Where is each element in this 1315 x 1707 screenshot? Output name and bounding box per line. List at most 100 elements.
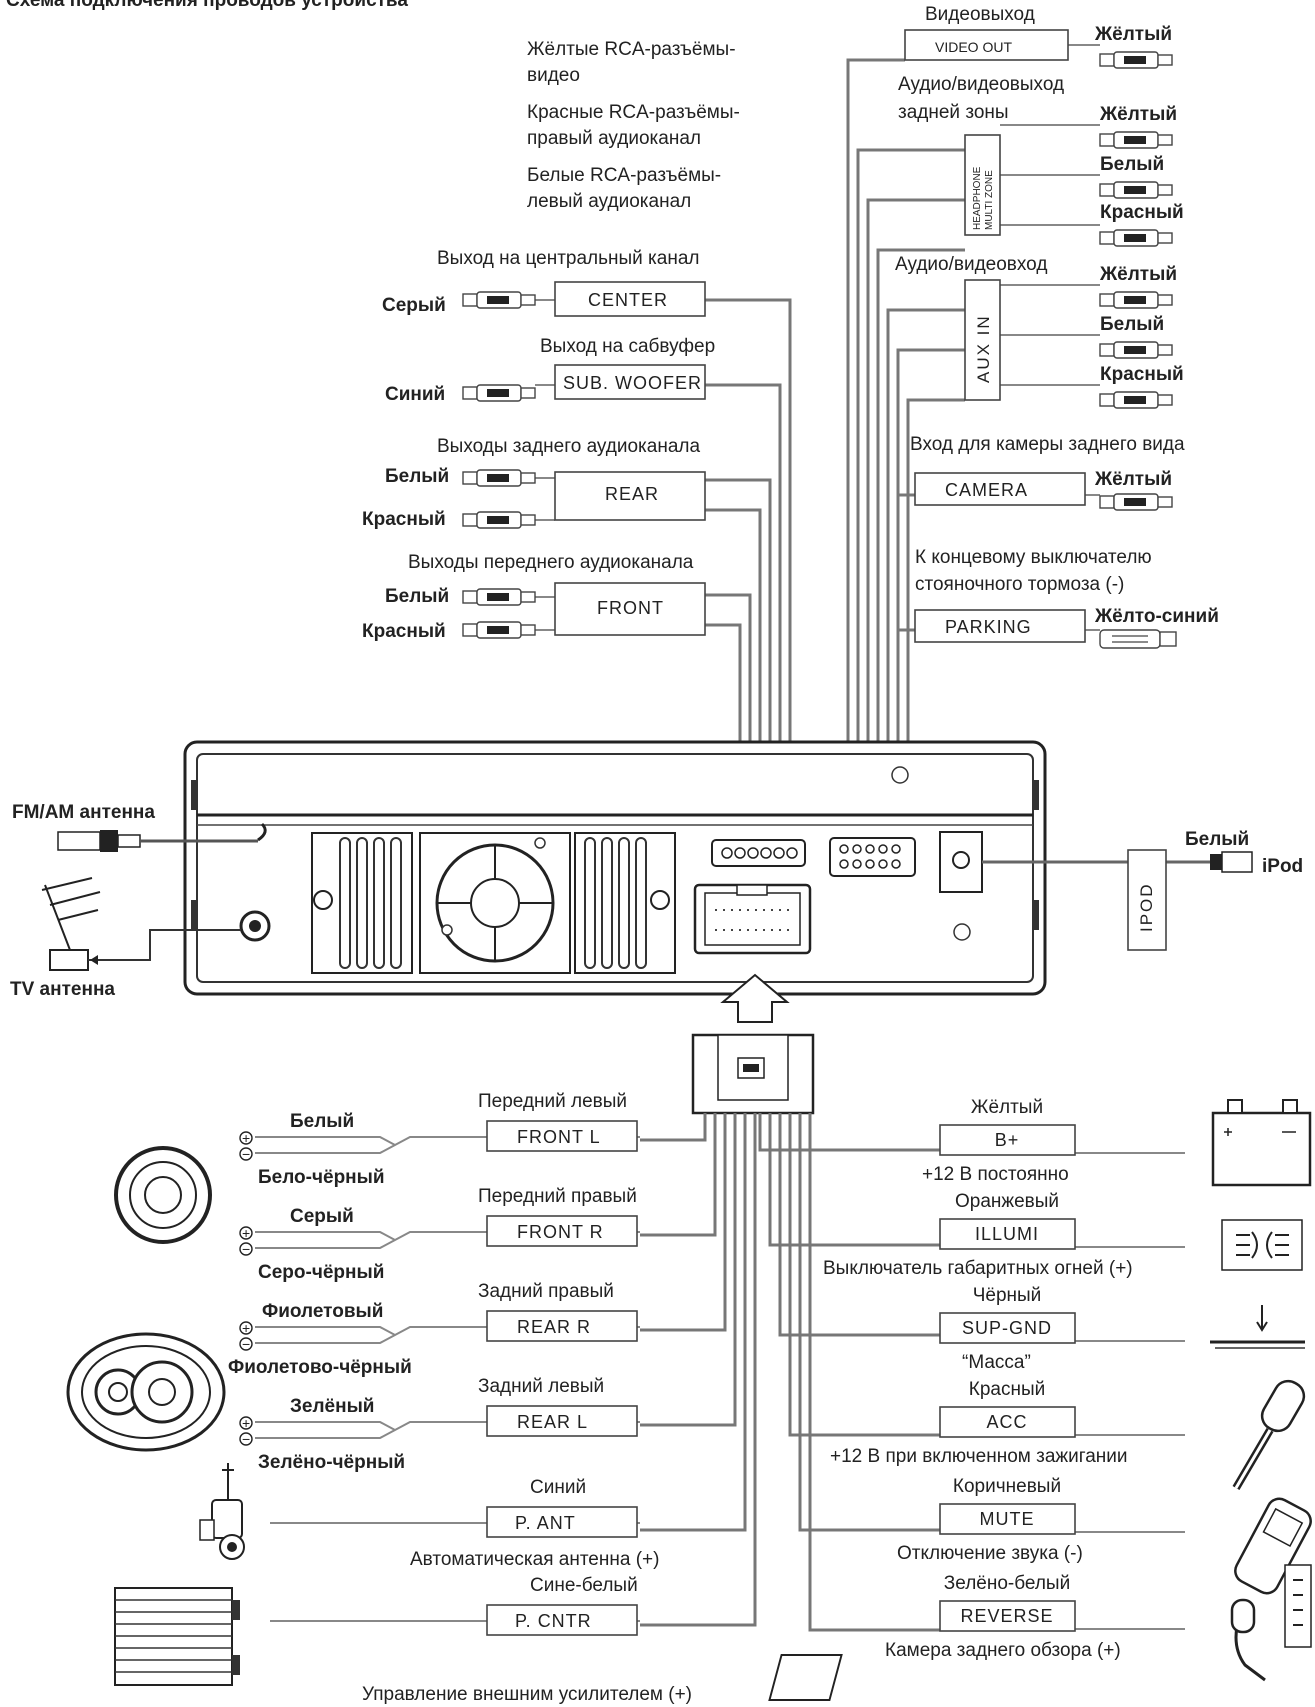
wire-box-label: REAR L: [517, 1412, 588, 1432]
svg-text:−: −: [242, 1241, 250, 1257]
ipod-plug-icon: [1210, 851, 1253, 873]
video-out-title: Видеовыход: [925, 4, 1035, 25]
wire-color-label: Фиолетовый: [262, 1301, 383, 1322]
rca-plug: [462, 588, 536, 606]
front-box: [554, 582, 706, 636]
rca-plug: [462, 384, 536, 402]
sub-title: Выход на сабвуфер: [540, 336, 715, 357]
av-harness-connector: [829, 837, 916, 877]
rear-zone-color-red: Красный: [1100, 202, 1184, 223]
rear-title: Выходы заднего аудиоканала: [437, 436, 701, 457]
bottom-right-inputs: B+Жёлтый+12 В постоянноILLUMIОранжевыйВы…: [823, 1097, 1185, 1661]
center-title: Выход на центральный канал: [437, 248, 700, 269]
rca-plug: [1099, 493, 1173, 511]
wire-color-label: Фиолетово-чёрный: [228, 1357, 412, 1378]
wire-title: Коричневый: [953, 1476, 1061, 1497]
wire-title: Жёлтый: [971, 1097, 1043, 1118]
center-color: Серый: [382, 295, 446, 316]
wire-note: Камера заднего обзора (+): [885, 1640, 1121, 1661]
fm-am-antenna-label: FM/AM антенна: [12, 802, 155, 823]
bottom-harness-wires: [640, 1113, 940, 1632]
rear-zone-color-white: Белый: [1100, 154, 1164, 175]
video-out-color: Жёлтый: [1094, 24, 1172, 45]
top-right-wires: [846, 44, 1100, 820]
gear-shifter-icon: [768, 1564, 1312, 1701]
aux-in-box: [964, 279, 1001, 401]
aux-in-title: Аудио/видеовход: [895, 254, 1047, 275]
center-box: [554, 281, 706, 317]
battery-icon: [1211, 1099, 1312, 1187]
wire-note: “Масса”: [962, 1352, 1031, 1373]
svg-text:−: −: [242, 1431, 250, 1447]
parking-label: PARKING: [945, 617, 1032, 637]
power-antenna-icon: [199, 1463, 245, 1560]
wire-box: [486, 1405, 638, 1437]
tv-antenna-label: TV антенна: [10, 979, 115, 1000]
speaker-round-icon: [114, 1146, 212, 1244]
wire-title: Передний левый: [478, 1091, 627, 1112]
wire-title: Задний левый: [478, 1376, 604, 1397]
ipod-color: Белый: [1185, 829, 1249, 850]
wire-box: [939, 1406, 1076, 1438]
ground-screw-icon: [239, 822, 271, 942]
wire-note: Автоматическая антенна (+): [410, 1549, 659, 1570]
wire-box-label: SUP-GND: [962, 1318, 1052, 1338]
wire-box-label: ILLUMI: [975, 1224, 1039, 1244]
amp-note: Управление внешним усилителем (+): [362, 1684, 692, 1705]
rca-plug: [1099, 229, 1173, 247]
rca-plug: [1099, 181, 1173, 199]
mobile-phone-icon: [1234, 1497, 1312, 1595]
wire-title: Синий: [530, 1477, 586, 1498]
wire-box-label: ACC: [986, 1412, 1027, 1432]
cooling-fan-icon: [419, 832, 571, 974]
page-title: Схема подключения проводов устройства: [6, 0, 408, 11]
legend-line-5: Белые RCA-разъёмы-: [527, 165, 721, 186]
bottom-right-row: B+Жёлтый+12 В постоянно: [922, 1097, 1185, 1185]
fm-am-antenna-plug-icon: [57, 830, 258, 852]
spade-connector-icon: [1099, 629, 1177, 649]
wire-note: Выключатель габаритных огней (+): [823, 1258, 1133, 1279]
ipod-box: [1127, 849, 1167, 951]
rear-box: [554, 471, 706, 521]
wire-box: [486, 1215, 638, 1247]
wire-box: [486, 1310, 638, 1342]
parking-title-2: стояночного тормоза (-): [915, 574, 1124, 595]
wire-box: [486, 1604, 638, 1636]
wire-note: +12 В постоянно: [922, 1164, 1069, 1185]
rca-plug: [462, 621, 536, 639]
camera-color: Жёлтый: [1094, 469, 1172, 490]
front-title: Выходы переднего аудиоканала: [408, 552, 694, 573]
wire-box: [939, 1218, 1076, 1250]
wire-title: Зелёно-белый: [944, 1573, 1070, 1594]
wire-color-label: Серый: [290, 1206, 354, 1227]
camera-label: CAMERA: [945, 480, 1028, 500]
rca-plug: [1099, 341, 1173, 359]
video-out-box: [904, 29, 1069, 61]
wire-box-label: MUTE: [980, 1509, 1035, 1529]
sub-woofer-label: SUB. WOOFER: [563, 373, 702, 393]
center-label: CENTER: [588, 290, 668, 310]
svg-text:+: +: [242, 1320, 250, 1336]
rca-harness-connector: [711, 839, 806, 867]
rear-color-white: Белый: [385, 466, 449, 487]
multizone-label: MULTI ZONE: [984, 170, 995, 230]
sub-woofer-box: [554, 364, 706, 400]
wire-box: [939, 1600, 1076, 1632]
wire-title: Красный: [969, 1379, 1045, 1400]
rca-plug: [1099, 51, 1173, 69]
wire-box: [939, 1312, 1076, 1344]
wire-box: [486, 1506, 638, 1538]
aux-in-color-white: Белый: [1100, 314, 1164, 335]
aux-in-color-yellow: Жёлтый: [1099, 264, 1177, 285]
parking-box: [914, 609, 1086, 643]
parking-title-1: К концевому выключателю: [915, 547, 1152, 568]
heatsink-left: [311, 832, 413, 974]
